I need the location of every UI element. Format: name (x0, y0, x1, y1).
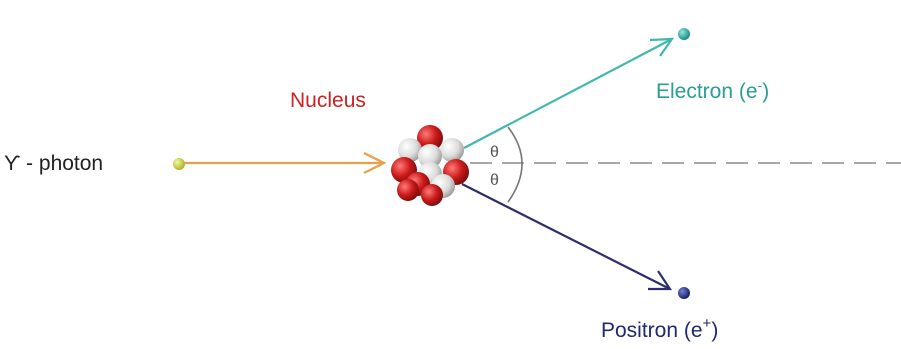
photon-arrow (184, 152, 387, 174)
positron-label-text: Positron (e (601, 319, 703, 342)
electron-label-close: ) (762, 80, 769, 103)
electron-label: Electron (e-) (656, 77, 769, 103)
electron-dot (678, 28, 690, 40)
nucleus-label: Nucleus (290, 89, 366, 112)
nucleus-icon (391, 125, 469, 206)
positron-label-close: ) (711, 319, 718, 342)
positron-charge: + (703, 315, 712, 332)
electron-label-text: Electron (e (656, 80, 758, 103)
positron-arrow (461, 183, 673, 291)
electron-arrow (463, 37, 675, 149)
angle-arc (507, 126, 523, 203)
positron-dot (678, 287, 690, 299)
theta-upper-label: θ (490, 144, 499, 161)
photon-dot (173, 158, 185, 170)
theta-lower-label: θ (490, 172, 499, 189)
electron-charge: - (758, 77, 763, 93)
photon-label: ϒ - photon (4, 152, 103, 175)
positron-label: Positron (e+) (601, 315, 718, 342)
